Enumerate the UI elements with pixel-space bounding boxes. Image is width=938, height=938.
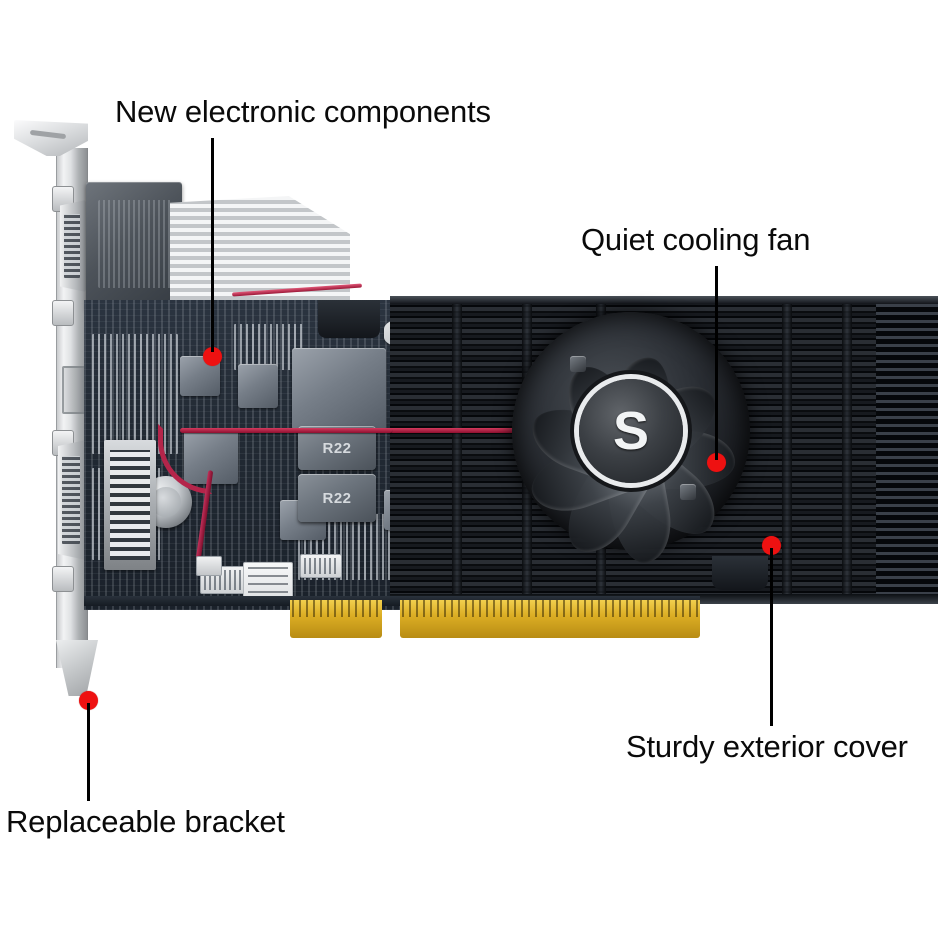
- fan-screw-lower-right: [680, 484, 696, 500]
- heatsink-mounting-tab-left: [318, 300, 380, 338]
- callout-dot-new-electronic-components: [203, 347, 222, 366]
- hdmi-port: [62, 366, 86, 414]
- callout-line-quiet-cooling-fan: [715, 266, 718, 460]
- ic-chip-small-b: [238, 364, 278, 408]
- fan-hub: S: [579, 379, 683, 483]
- dvi-signal-connector: [104, 440, 156, 570]
- heatsink-right-fin-edge: [876, 296, 938, 604]
- dvi-port-pins: [62, 456, 80, 544]
- heatsink-fin-column-1: [452, 296, 462, 604]
- heatsink-fin-column-4: [782, 296, 792, 604]
- callout-label-sturdy-exterior-cover: Sturdy exterior cover: [626, 729, 908, 764]
- pcb-serial-sticker: [243, 562, 293, 602]
- pcie-segment-short: [290, 600, 382, 638]
- pcie-edge-connector: [290, 600, 700, 638]
- vga-port-pins: [64, 214, 80, 278]
- inductor-r22-upper: R22: [298, 426, 376, 470]
- inductor-r22-lower: R22: [298, 474, 376, 522]
- callout-label-replaceable-bracket: Replaceable bracket: [6, 804, 285, 839]
- fan-screw-upper-left: [570, 356, 586, 372]
- callout-dot-sturdy-exterior-cover: [762, 536, 781, 555]
- pcie-segment-long: [400, 600, 700, 638]
- bracket-foot: [56, 640, 98, 696]
- callout-label-quiet-cooling-fan: Quiet cooling fan: [581, 222, 811, 257]
- fan-wire-horizontal-left: [180, 428, 392, 433]
- callout-line-replaceable-bracket: [87, 703, 90, 801]
- callout-line-sturdy-exterior-cover: [770, 548, 773, 726]
- bracket-screw-mid: [52, 300, 74, 326]
- vga-connector-housing: [86, 182, 182, 310]
- sticker-text-lines: [248, 567, 288, 597]
- heatsink-fin-column-5: [842, 296, 852, 604]
- mosfet-block-large: [292, 348, 386, 430]
- callout-dot-replaceable-bracket: [79, 691, 98, 710]
- fan-wire-connector-plug: [196, 556, 222, 576]
- cooling-fan: S: [512, 312, 750, 568]
- pcb-bottom-edge: [84, 596, 700, 606]
- callout-line-new-electronic-components: [211, 138, 214, 352]
- callout-dot-quiet-cooling-fan: [707, 453, 726, 472]
- callout-label-new-electronic-components: New electronic components: [115, 94, 491, 129]
- heatsink-mounting-tab-right: [712, 556, 768, 590]
- fan-wire-horizontal: [388, 428, 626, 433]
- fan-brand-logo: S: [612, 401, 650, 461]
- heatsink-top-cap: [390, 296, 938, 304]
- pin-header-small: [300, 554, 342, 578]
- bracket-screw-bottom: [52, 566, 74, 592]
